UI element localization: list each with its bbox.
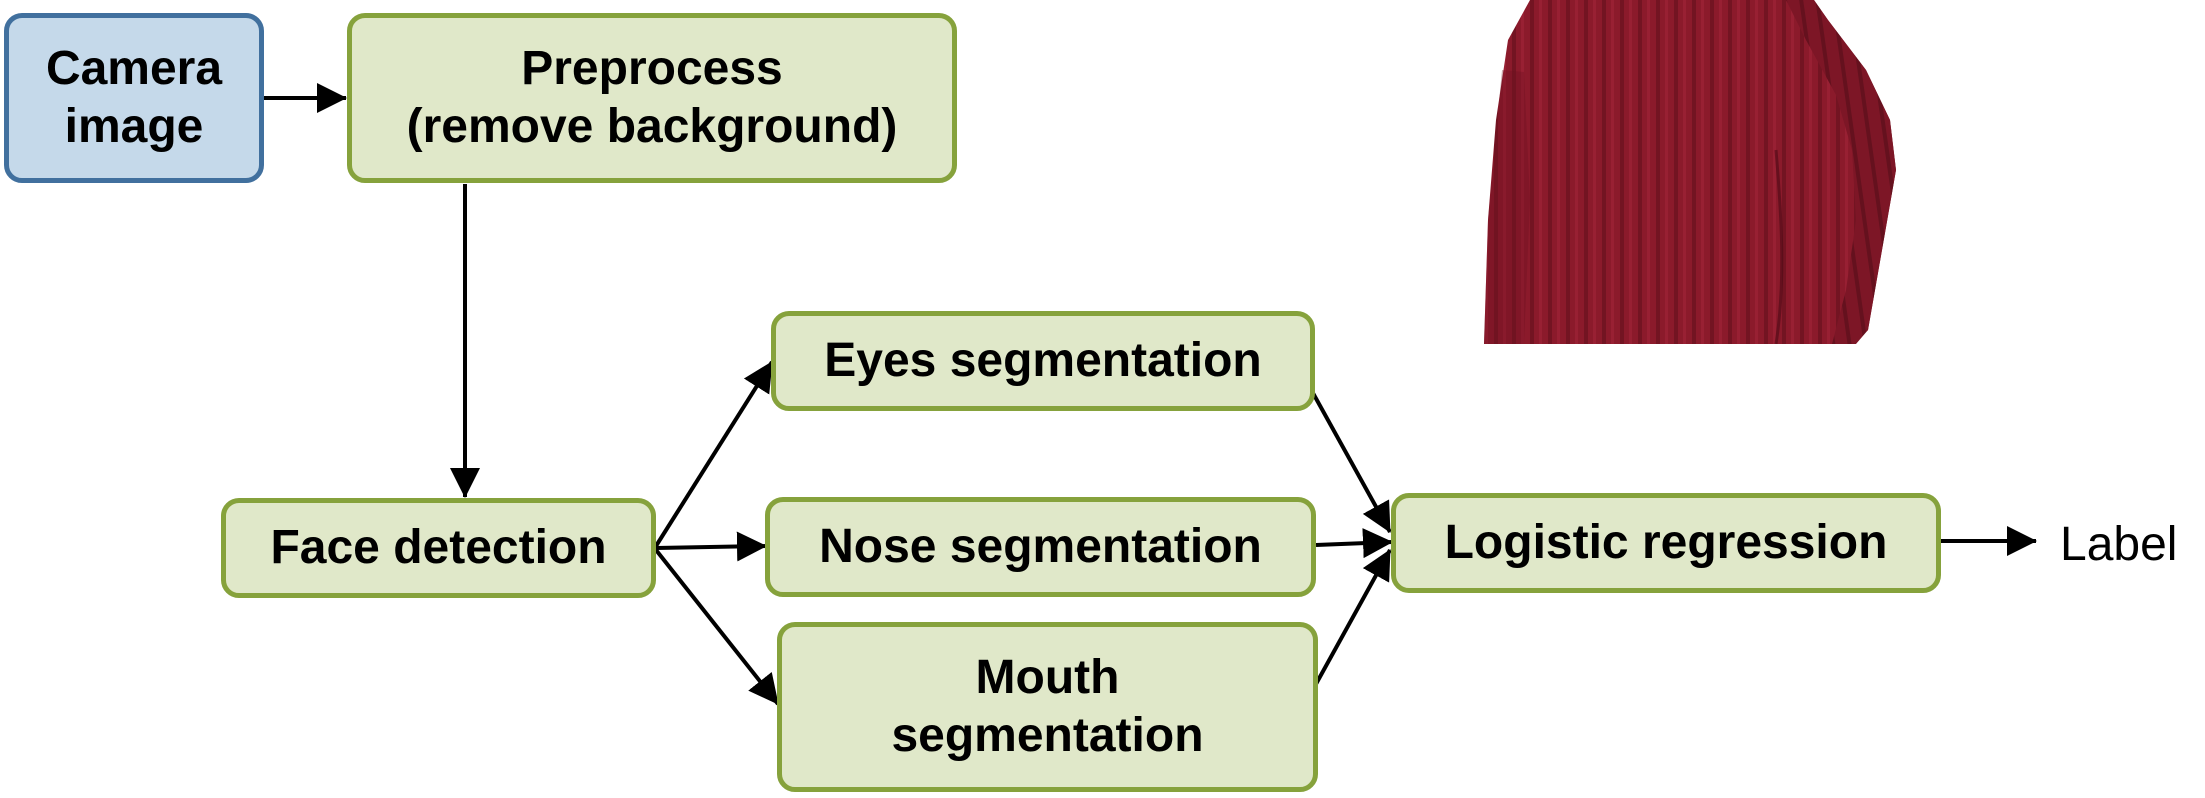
arrow-face-to-nose (655, 531, 767, 562)
mouth-segmentation-label: Mouth segmentation (891, 651, 1204, 762)
sweater-photo (1484, 0, 1896, 344)
arrow-mouth-to-logistic (1314, 549, 1392, 685)
arrow-nose-to-logistic (1315, 528, 1393, 559)
arrow-face-to-mouth (654, 548, 780, 706)
face-detection-node: Face detection (221, 498, 656, 598)
logistic-regression-node: Logistic regression (1391, 493, 1941, 593)
camera-image-node: Camera image (4, 13, 264, 183)
face-detection-label: Face detection (270, 521, 607, 575)
nose-segmentation-label: Nose segmentation (819, 520, 1262, 574)
output-label-text: Label (2060, 518, 2178, 571)
preprocess-label: Preprocess (remove background) (406, 42, 898, 153)
eyes-segmentation-label: Eyes segmentation (824, 334, 1262, 388)
logistic-regression-label: Logistic regression (1444, 516, 1888, 570)
preprocess-node: Preprocess (remove background) (347, 13, 957, 183)
nose-segmentation-node: Nose segmentation (765, 497, 1316, 597)
arrow-face-to-eyes (654, 360, 774, 548)
mouth-segmentation-node: Mouth segmentation (777, 622, 1318, 792)
eyes-segmentation-node: Eyes segmentation (771, 311, 1315, 411)
camera-image-label: Camera image (45, 42, 223, 153)
